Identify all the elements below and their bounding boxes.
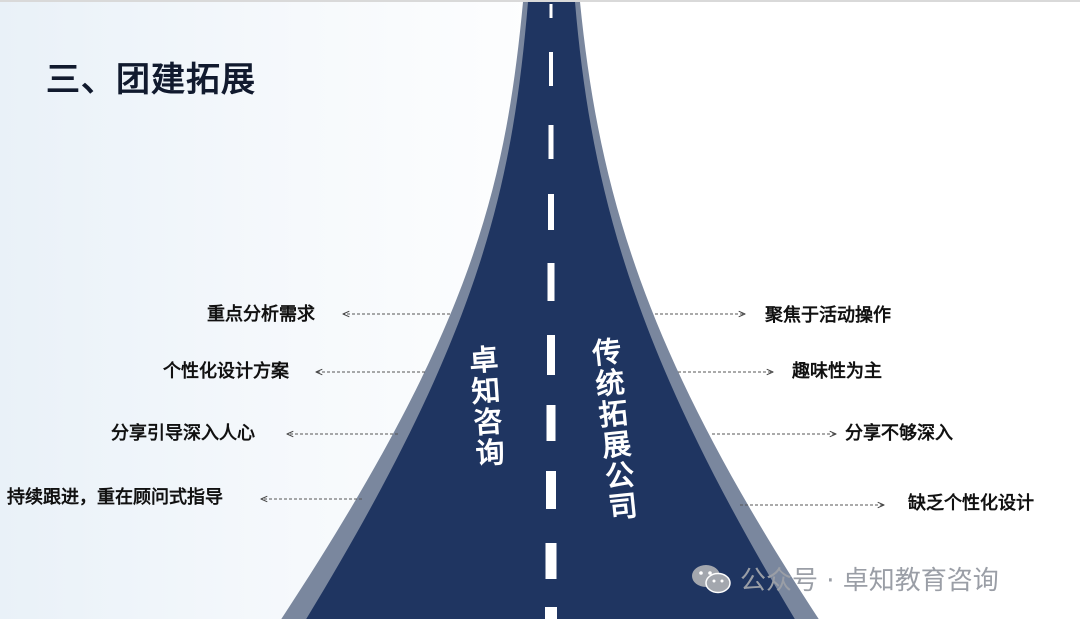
center-dashes [545, 4, 557, 619]
right-item-label: 分享不够深入 [845, 423, 953, 444]
road-dash [547, 263, 555, 301]
left-item-label: 重点分析需求 [207, 304, 315, 325]
right-item-label: 趣味性为主 [792, 361, 882, 382]
road-surface [306, 2, 795, 619]
road-dash [546, 471, 556, 509]
watermark-text: 公众号 · 卓知教育咨询 [740, 566, 999, 596]
road-dash [549, 4, 553, 18]
road-dash [548, 194, 554, 230]
road-dash [547, 335, 555, 375]
road-dash [545, 543, 557, 579]
left-item-label: 分享引导深入人心 [111, 423, 255, 444]
right-item-label: 聚焦于活动操作 [765, 305, 891, 326]
right-item-label: 缺乏个性化设计 [908, 493, 1034, 514]
wechat-icon [690, 563, 732, 595]
road-dash [545, 607, 557, 619]
left-item-label: 个性化设计方案 [163, 361, 289, 382]
road-dash [546, 405, 556, 441]
road-dash [549, 52, 553, 86]
left-item-label: 持续跟进，重在顾问式指导 [7, 487, 223, 508]
road-dash [548, 125, 554, 159]
page-title: 三、团建拓展 [46, 60, 256, 100]
watermark: 公众号 · 卓知教育咨询 [690, 560, 999, 597]
